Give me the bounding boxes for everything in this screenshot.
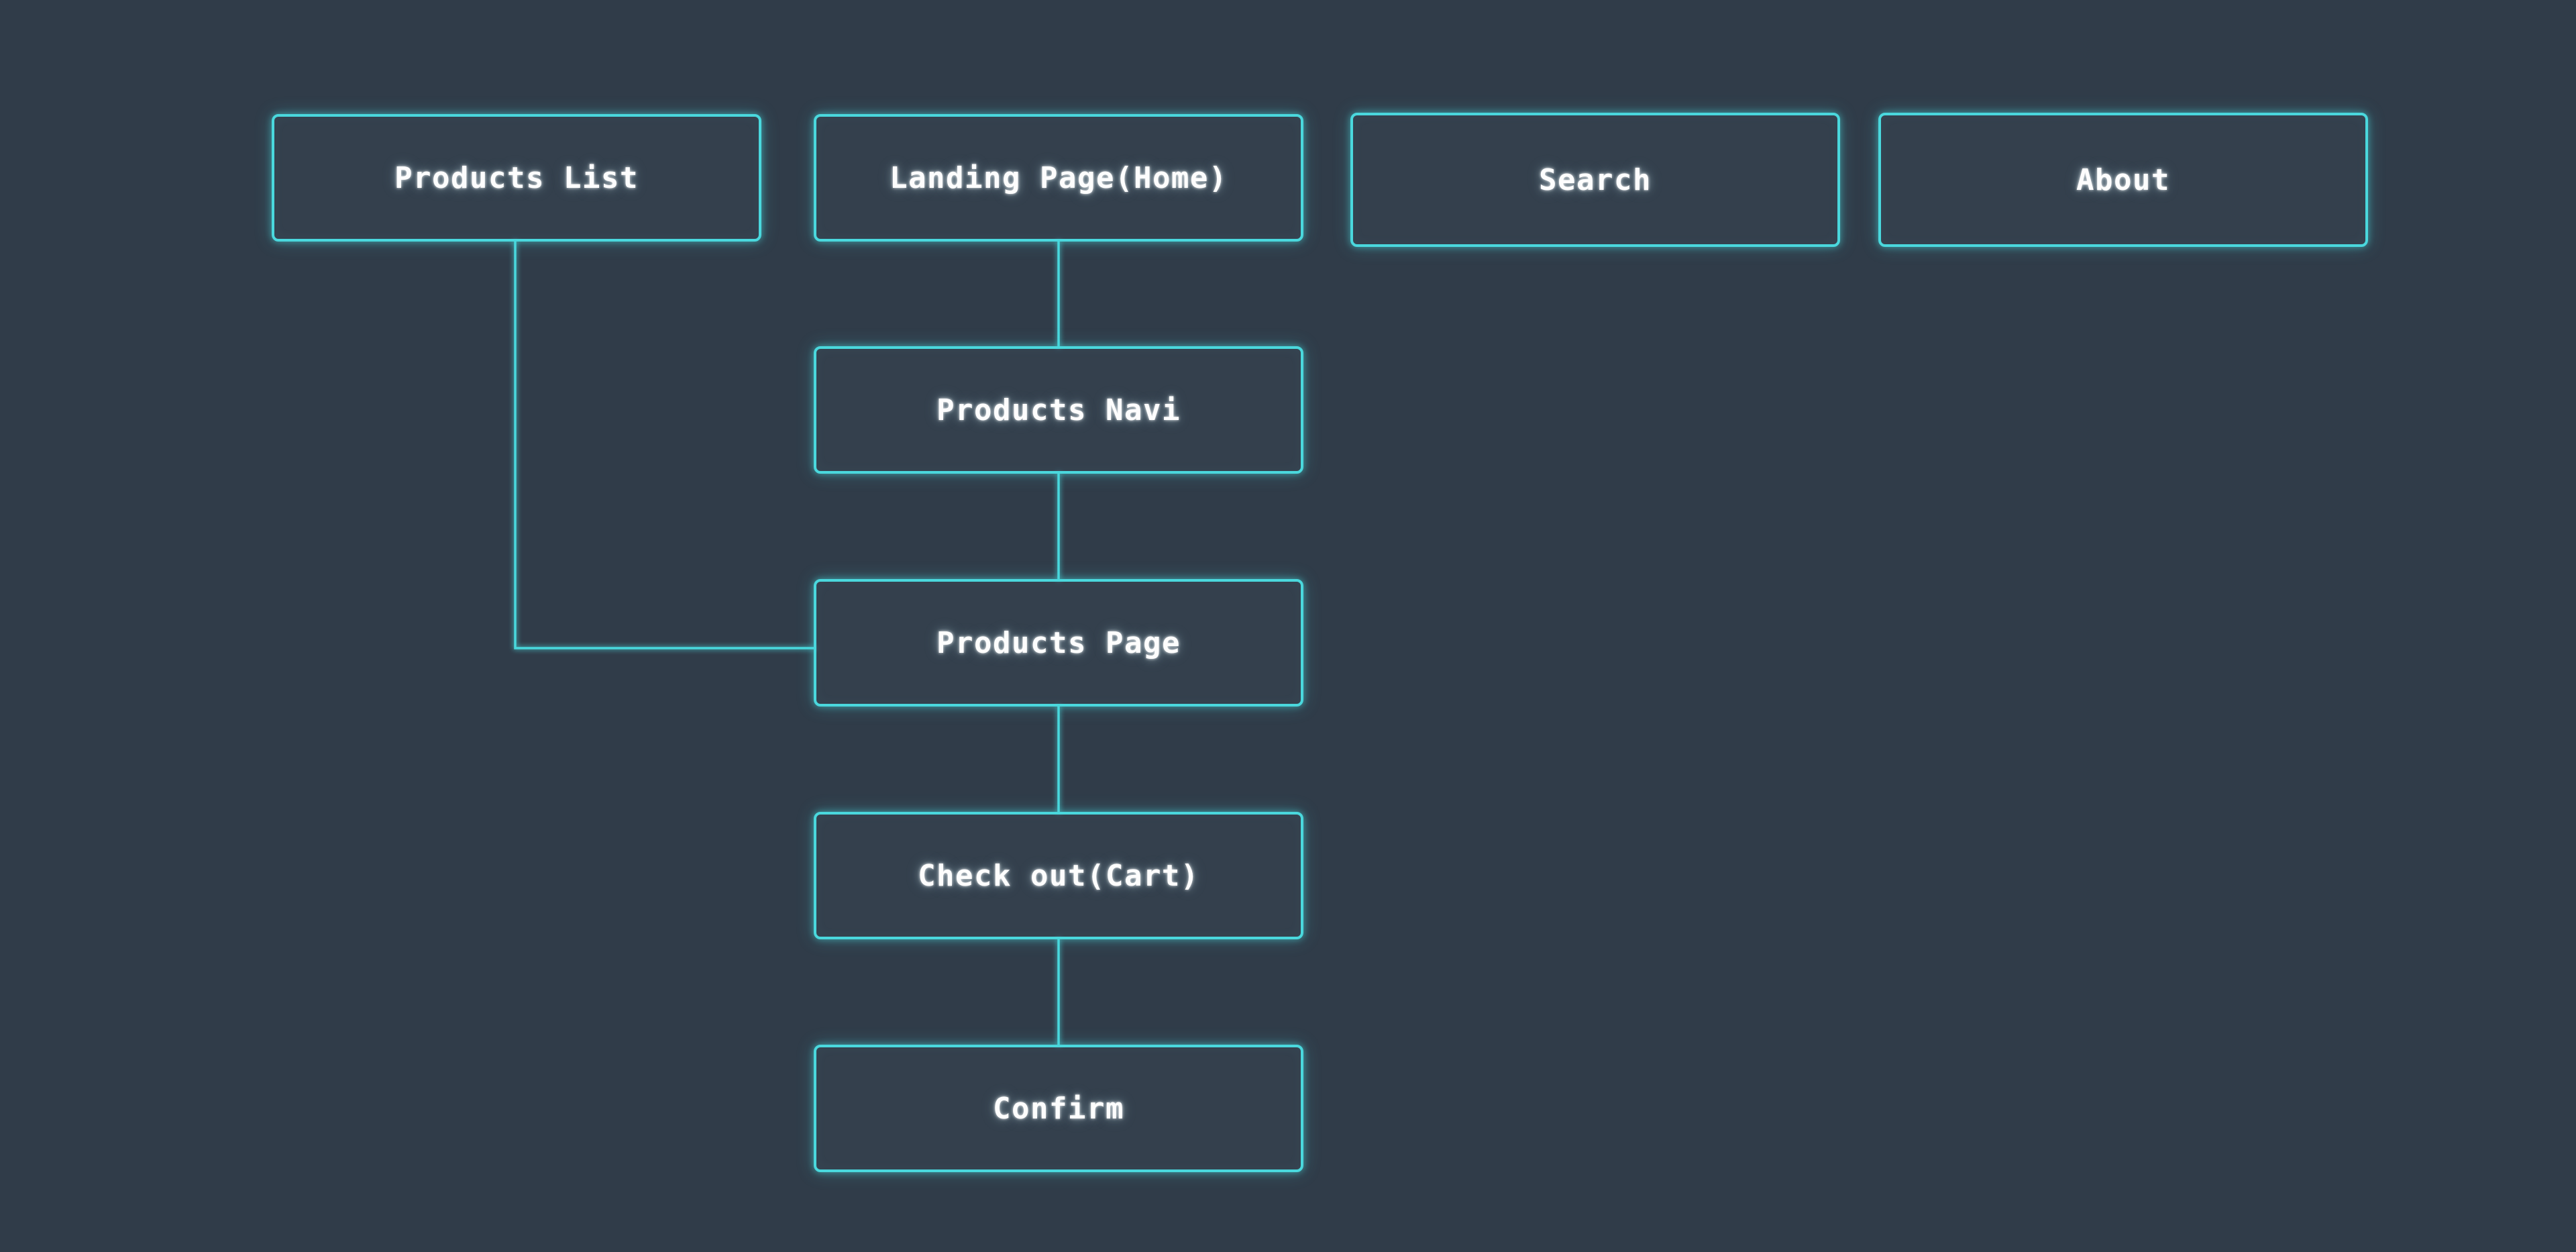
node-products-navi[interactable]: Products Navi (814, 346, 1303, 474)
node-confirm[interactable]: Confirm (814, 1045, 1303, 1172)
node-landing-page[interactable]: Landing Page(Home) (814, 114, 1303, 242)
node-label-products-page: Products Page (936, 625, 1181, 660)
node-label-about: About (2076, 162, 2170, 197)
edge-list-to-page (514, 240, 815, 649)
node-check-out[interactable]: Check out(Cart) (814, 812, 1303, 939)
node-about[interactable]: About (1878, 113, 2368, 247)
node-label-search: Search (1539, 162, 1652, 197)
node-products-page[interactable]: Products Page (814, 579, 1303, 707)
node-label-check-out: Check out(Cart) (918, 858, 1199, 893)
node-label-confirm: Confirm (993, 1091, 1124, 1126)
node-label-landing-page: Landing Page(Home) (890, 160, 1228, 195)
node-products-list[interactable]: Products List (272, 114, 761, 242)
node-label-products-navi: Products Navi (936, 393, 1181, 427)
node-label-products-list: Products List (394, 160, 639, 195)
node-search[interactable]: Search (1350, 113, 1840, 247)
